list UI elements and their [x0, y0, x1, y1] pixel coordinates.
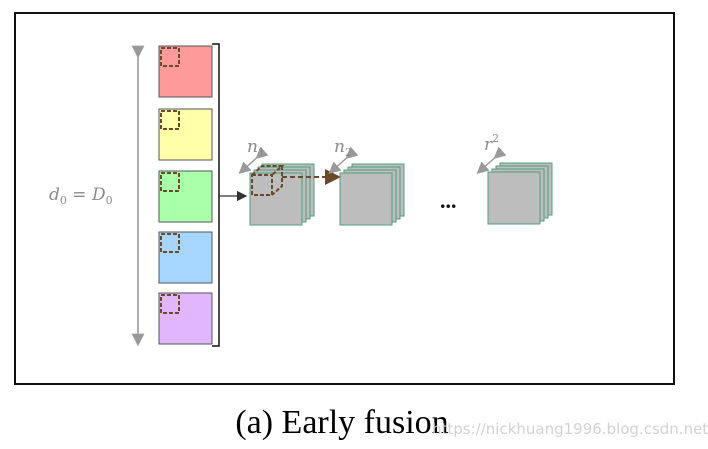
input-patch-3: [160, 172, 180, 192]
layer-1-depth-arrow: [238, 146, 269, 174]
ellipsis: ...: [440, 188, 457, 213]
input-patch-2: [160, 110, 180, 130]
depth-label: d0 = D0: [49, 185, 113, 207]
layer-2-label: n2: [334, 137, 352, 159]
fusion-bracket: [212, 43, 220, 347]
layer-2-depth-arrow: [328, 146, 359, 174]
layer-2-stack: [339, 163, 405, 226]
input-frames: [158, 45, 213, 345]
final-layer-label: r2: [484, 132, 499, 155]
figure-caption: (a) Early fusion: [235, 404, 449, 441]
layer-1-stack: [249, 163, 315, 226]
final-layer-depth-arrow: [476, 146, 507, 174]
early-fusion-diagram: d0 = D0 n1: [14, 12, 675, 385]
input-frame-2: [158, 108, 213, 161]
input-frame-1: [158, 45, 213, 98]
input-frame-4: [158, 231, 213, 284]
input-frame-5: [158, 292, 213, 345]
figure-frame: [14, 12, 675, 385]
input-patches: [160, 47, 180, 314]
input-patch-5: [160, 294, 180, 314]
input-patch-4: [160, 233, 180, 253]
layer-1-label: n1: [247, 137, 265, 159]
watermark: https://nickhuang1996.blog.csdn.net: [432, 420, 708, 438]
input-patch-1: [160, 47, 180, 67]
final-layer-stack: [487, 162, 553, 225]
input-frame-3: [158, 170, 213, 223]
